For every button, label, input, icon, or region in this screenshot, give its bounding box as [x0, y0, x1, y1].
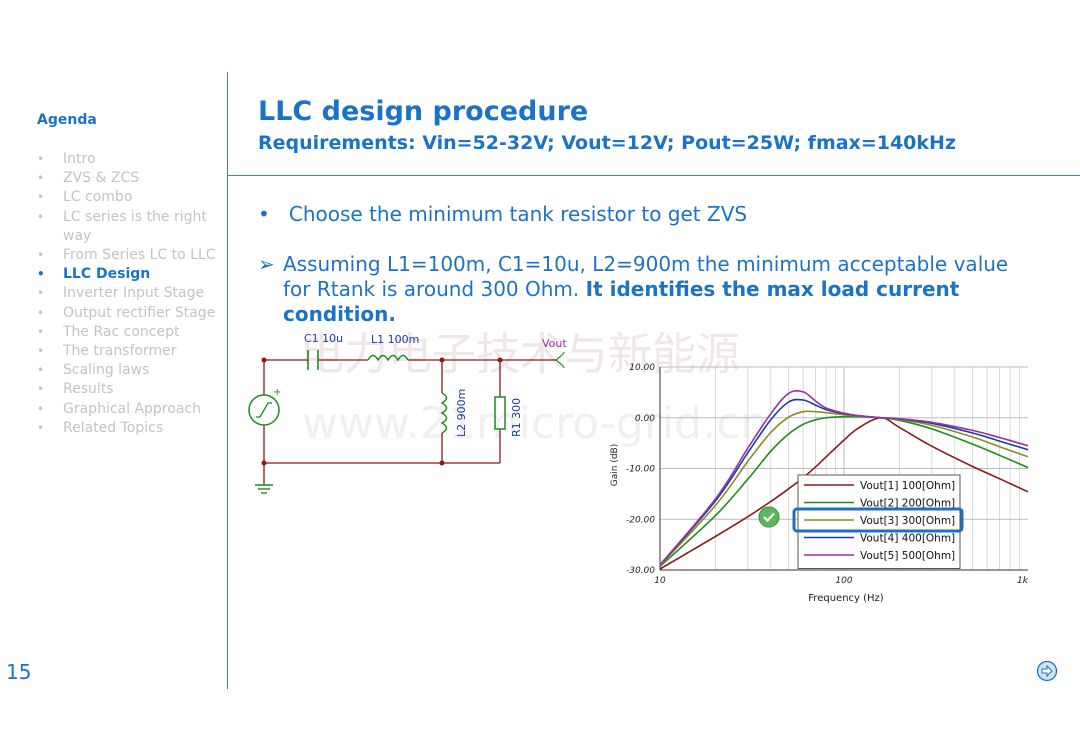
- agenda-item[interactable]: Inverter Input Stage: [37, 284, 222, 303]
- agenda-item[interactable]: Results: [37, 380, 222, 399]
- y-axis-label: Gain (dB): [610, 444, 620, 486]
- y-tick-label: 0.00: [635, 414, 655, 424]
- legend-entry: Vout[5] 500[Ohm]: [860, 550, 955, 562]
- inductor-l2-icon: [440, 392, 448, 434]
- watermark-url: www.21micro-grid.cn: [302, 398, 769, 449]
- agenda-list: IntroZVS & ZCSLC comboLC series is the r…: [37, 150, 222, 438]
- l2-label: L2 900m: [455, 389, 468, 437]
- ground-icon: [255, 484, 273, 494]
- bullet-choose-tank-resistor: • Choose the minimum tank resistor to ge…: [258, 202, 747, 226]
- y-tick-label: -10.00: [626, 465, 655, 475]
- next-slide-button[interactable]: [1036, 660, 1058, 682]
- bullet2-bold-text: It identifies the max load current condi…: [283, 277, 960, 326]
- agenda-item[interactable]: Graphical Approach: [37, 400, 222, 419]
- vout-probe-icon: [555, 351, 565, 369]
- agenda-item[interactable]: The transformer: [37, 342, 222, 361]
- l1-label: L1 100m: [371, 333, 419, 346]
- legend-entry: Vout[4] 400[Ohm]: [860, 533, 955, 545]
- agenda-item[interactable]: The Rac concept: [37, 323, 222, 342]
- watermark-cn: 电力电子技术与新能源: [300, 329, 740, 380]
- title-underline: [227, 175, 1080, 176]
- capacitor-c1-icon: [307, 350, 319, 370]
- series-line-5: [659, 390, 1029, 566]
- x-tick-label: 10: [654, 576, 666, 586]
- c1-label: C1 10u: [304, 332, 343, 345]
- agenda-item[interactable]: LC series is the right way: [37, 208, 222, 246]
- voltage-source-icon: [248, 394, 280, 426]
- slide-title: LLC design procedure: [258, 96, 589, 127]
- x-axis-label: Frequency (Hz): [808, 593, 884, 604]
- x-tick-label: 1k: [1017, 576, 1029, 586]
- agenda-item[interactable]: Scaling laws: [37, 361, 222, 380]
- agenda-item[interactable]: Intro: [37, 150, 222, 169]
- legend-highlight-box: [792, 507, 964, 533]
- legend-entry: Vout[2] 200[Ohm]: [860, 498, 955, 510]
- arrow-bullet-icon: ➢: [258, 252, 275, 276]
- bullet1-text: Choose the minimum tank resistor to get …: [288, 202, 748, 226]
- series-line-4: [659, 398, 1029, 566]
- agenda-item[interactable]: LC combo: [37, 188, 222, 207]
- series-line-1: [659, 416, 1029, 570]
- legend-entry: Vout[1] 100[Ohm]: [860, 480, 955, 492]
- y-tick-label: -20.00: [626, 515, 655, 525]
- chart-series: [659, 390, 1029, 570]
- llc-schematic: + C1 10u L1 100m Vout L2 900m R1 300: [248, 332, 567, 494]
- agenda-item[interactable]: ZVS & ZCS: [37, 169, 222, 188]
- x-tick-label: 100: [835, 576, 852, 586]
- y-tick-label: 10.00: [629, 363, 655, 373]
- bullet-assumption: ➢ Assuming L1=100m, C1=10u, L2=900m the …: [258, 252, 1028, 327]
- agenda-item[interactable]: From Series LC to LLC: [37, 246, 222, 265]
- bullet2-text: Assuming L1=100m, C1=10u, L2=900m the mi…: [283, 252, 1009, 301]
- inductor-l1-icon: [367, 354, 409, 362]
- resistor-r1-icon: [494, 396, 506, 430]
- series-line-2: [659, 415, 1029, 567]
- legend-box: [797, 474, 961, 569]
- legend-entry: Vout[3] 300[Ohm]: [860, 515, 955, 527]
- vertical-divider: [227, 72, 228, 689]
- agenda-item[interactable]: Related Topics: [37, 419, 222, 438]
- bullet-dot: •: [258, 202, 270, 226]
- r1-label: R1 300: [510, 398, 523, 437]
- vout-label: Vout: [542, 337, 567, 350]
- checkmark-icon: [758, 506, 780, 528]
- agenda-item[interactable]: LLC Design: [37, 265, 222, 284]
- chart-legend: Vout[1] 100[Ohm] Vout[2] 200[Ohm] Vout[3] …: [792, 474, 964, 569]
- slide-subtitle: Requirements: Vin=52-32V; Vout=12V; Pout…: [258, 132, 956, 154]
- page-number: 15: [6, 660, 32, 684]
- agenda-title: Agenda: [37, 112, 97, 128]
- series-line-3: [659, 410, 1029, 566]
- y-tick-label: -30.00: [626, 566, 655, 576]
- source-plus-label: +: [273, 387, 281, 398]
- agenda-item[interactable]: Output rectifier Stage: [37, 304, 222, 323]
